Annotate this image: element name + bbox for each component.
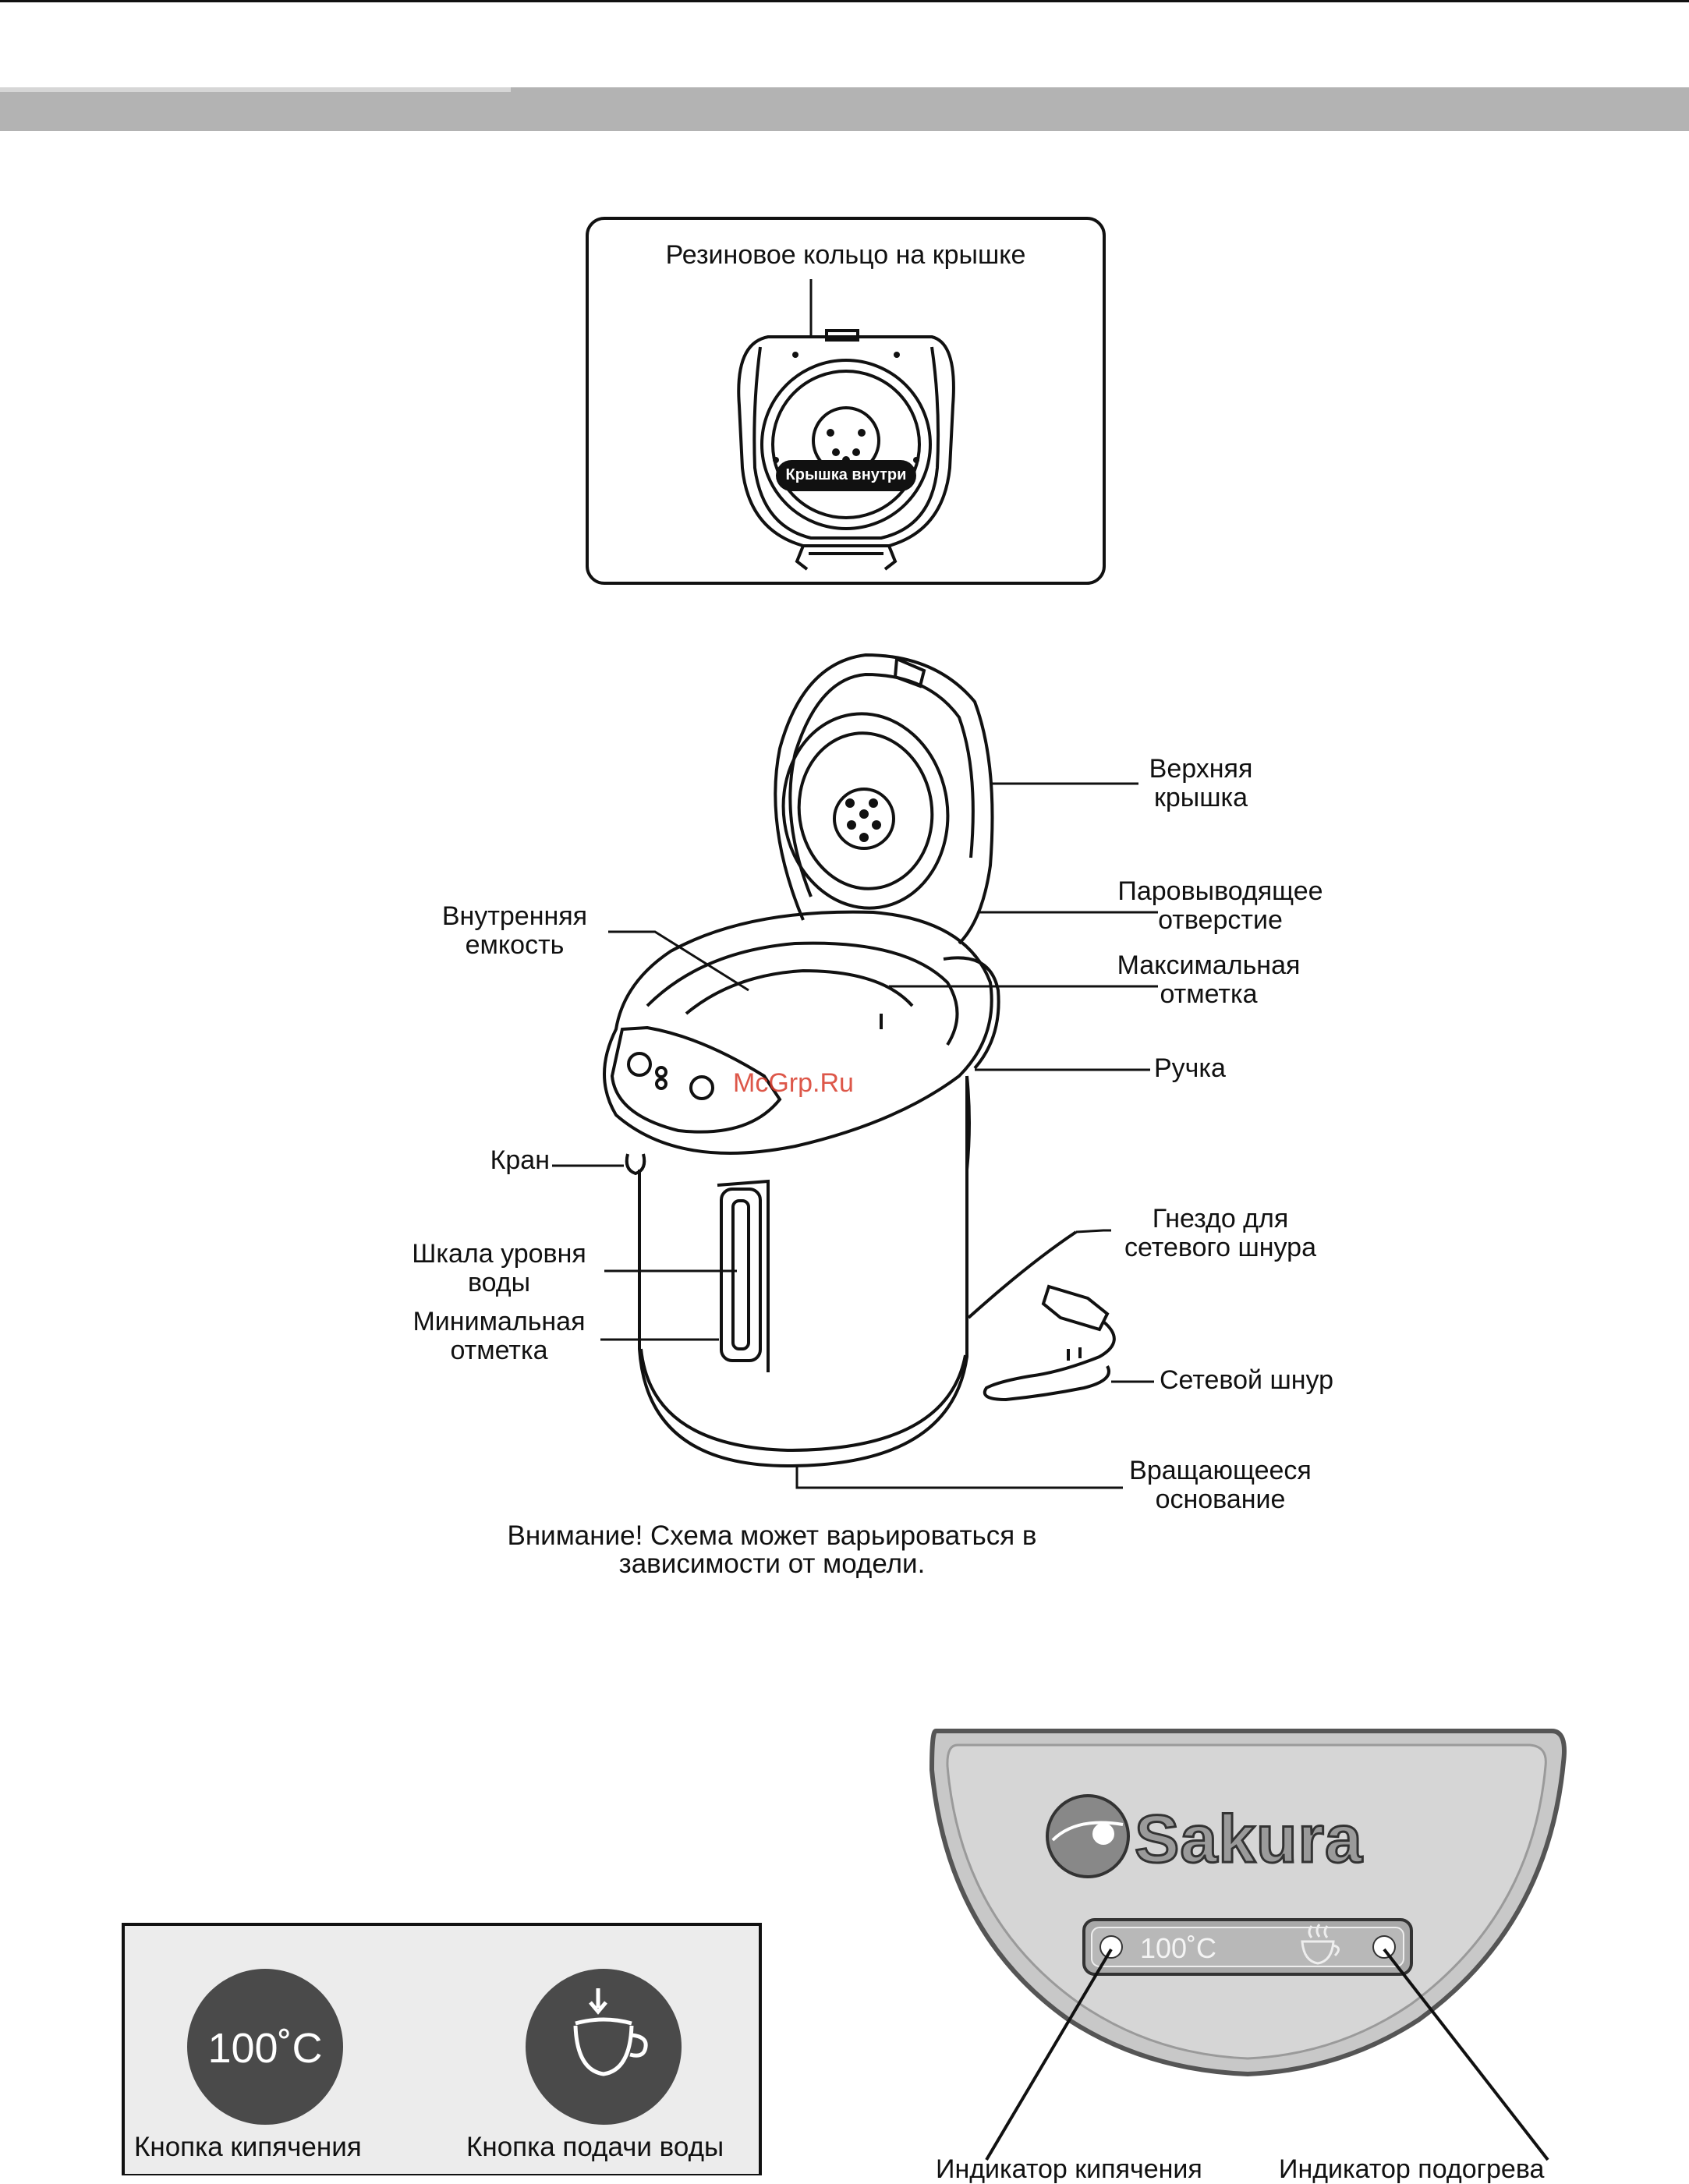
- lid-inset-frame: [586, 217, 1106, 585]
- boil-button[interactable]: 100˚C: [207, 2025, 323, 2072]
- label-cord-socket: Гнездо для сетевого шнура: [1124, 1204, 1316, 1262]
- label-inner-tank: Внутренняя емкость: [441, 901, 588, 960]
- watermark: McGrp.Ru: [733, 1068, 854, 1098]
- top-rule: [0, 0, 1689, 2]
- label-power-cord: Сетевой шнур: [1160, 1365, 1334, 1395]
- warning-note: Внимание! Схема может варьироваться в за…: [507, 1520, 1037, 1579]
- dispense-button-label: Кнопка подачи воды: [466, 2132, 724, 2162]
- sakura-logo: [1046, 1794, 1130, 1878]
- label-rotating-base: Вращающееся основание: [1129, 1456, 1312, 1514]
- boil-button-label: Кнопка кипячения: [134, 2132, 362, 2162]
- lid-inset-title: Резиновое кольцо на крышке: [665, 240, 1026, 270]
- lid-inside-badge: Крышка внутри: [785, 466, 907, 483]
- leader-lines: [552, 782, 1158, 1489]
- lid-inside-badge-bg: [776, 460, 916, 491]
- label-handle: Ручка: [1154, 1053, 1226, 1083]
- dispense-button-shape: [526, 1969, 682, 2125]
- brand-logo-text: Sakura: [1134, 1801, 1364, 1878]
- indicator-temp-text: 100˚C: [1140, 1932, 1217, 1964]
- label-max-mark: Максимальная отметка: [1117, 950, 1301, 1009]
- boil-indicator-light: [1099, 1935, 1123, 1959]
- header-band-highlight: [0, 87, 511, 92]
- label-steam-vent: Паровыводящее отверстие: [1117, 876, 1323, 935]
- thermopot-lid-dots: [845, 798, 881, 842]
- dispense-button[interactable]: [526, 1969, 682, 2125]
- boil-indicator-label: Индикатор кипячения: [936, 2154, 1202, 2184]
- label-water-scale: Шкала уровня воды: [412, 1239, 586, 1297]
- indicator-panel-shape: [929, 1729, 1567, 2077]
- warm-indicator-label: Индикатор подогрева: [1279, 2154, 1545, 2184]
- steam-cup-icon: [1301, 1924, 1340, 1965]
- dispense-cup-icon: [573, 1988, 648, 2076]
- indicator-leaders: [985, 1948, 1549, 2161]
- thermopot-body: [603, 653, 1116, 1468]
- boil-button-shape: [187, 1969, 343, 2125]
- header-band: [0, 87, 1689, 131]
- label-min-mark: Минимальная отметка: [413, 1307, 586, 1365]
- warm-indicator-light: [1372, 1935, 1396, 1959]
- label-tap: Кран: [490, 1145, 550, 1175]
- lid-inside-illustration: [737, 279, 955, 571]
- label-top-lid: Верхняя крышка: [1149, 754, 1253, 812]
